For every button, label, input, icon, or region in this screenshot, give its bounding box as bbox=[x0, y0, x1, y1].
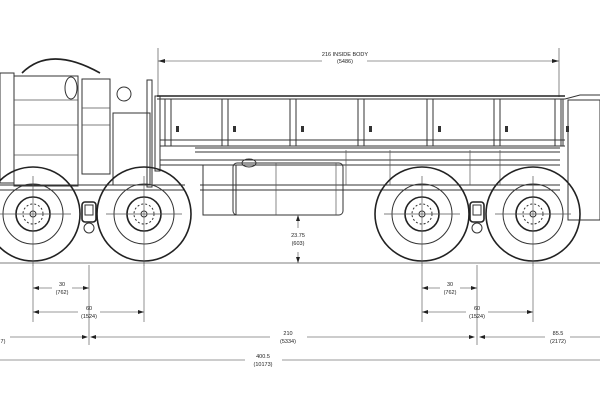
inside-body-label: 216 INSIDE BODY bbox=[322, 52, 368, 58]
front-axle-half-dimension: 30 (762) bbox=[33, 282, 89, 296]
wheelbase-metric: (5334) bbox=[280, 339, 296, 345]
axle-extension-lines bbox=[32, 265, 534, 345]
battery-box bbox=[202, 164, 237, 216]
wheel bbox=[485, 166, 581, 266]
ground-clearance-dimension: 23.75 (603) bbox=[291, 215, 305, 263]
overall-length-label: 400.5 bbox=[256, 354, 270, 360]
body-stake bbox=[554, 98, 569, 147]
svg-text:60: 60 bbox=[474, 306, 480, 312]
svg-text:7): 7) bbox=[1, 339, 6, 345]
overall-length-dimension: 400.5 (10173) bbox=[0, 354, 600, 368]
ground-clearance-metric: (603) bbox=[292, 241, 305, 247]
suspension bbox=[81, 201, 97, 234]
rear-overhang-label: 85.5 bbox=[553, 331, 564, 337]
wheel bbox=[0, 166, 81, 266]
chassis-frame bbox=[160, 94, 600, 221]
rear-overhang-metric: (2172) bbox=[550, 339, 566, 345]
body-stake bbox=[289, 98, 304, 147]
inside-body-dimension: 216 INSIDE BODY (5486) bbox=[157, 48, 560, 97]
svg-text:(1524): (1524) bbox=[469, 314, 485, 320]
body-stake bbox=[426, 98, 441, 147]
wheel bbox=[374, 166, 470, 266]
svg-text:(762): (762) bbox=[56, 290, 69, 296]
wheel-group bbox=[0, 166, 581, 266]
svg-text:(1524): (1524) bbox=[81, 314, 97, 320]
body-stake bbox=[221, 98, 236, 147]
rear-axle-spacing-dimension: 60 (1524) bbox=[422, 306, 533, 320]
svg-text:(762): (762) bbox=[444, 290, 457, 296]
overall-length-metric: (10173) bbox=[254, 362, 273, 368]
body-stake bbox=[493, 98, 508, 147]
suspension bbox=[469, 201, 485, 234]
svg-text:60: 60 bbox=[86, 306, 92, 312]
body-stake bbox=[357, 98, 372, 147]
rear-axle-half-dimension: 30 (762) bbox=[422, 282, 477, 296]
body-stake bbox=[164, 98, 179, 147]
svg-text:30: 30 bbox=[447, 282, 453, 288]
fuel-tank bbox=[232, 162, 344, 216]
cab-section bbox=[0, 58, 185, 191]
cargo-body bbox=[157, 95, 569, 153]
ground-clearance-label: 23.75 bbox=[291, 233, 305, 239]
wheel bbox=[96, 166, 192, 266]
inside-body-metric: (5486) bbox=[337, 59, 353, 65]
wheelbase-dimension-row: 7) 210 (5334) 85.5 (2172) bbox=[1, 331, 600, 345]
wheelbase-label: 210 bbox=[283, 331, 292, 337]
front-axle-spacing-dimension: 60 (1524) bbox=[33, 306, 144, 320]
svg-text:30: 30 bbox=[59, 282, 65, 288]
